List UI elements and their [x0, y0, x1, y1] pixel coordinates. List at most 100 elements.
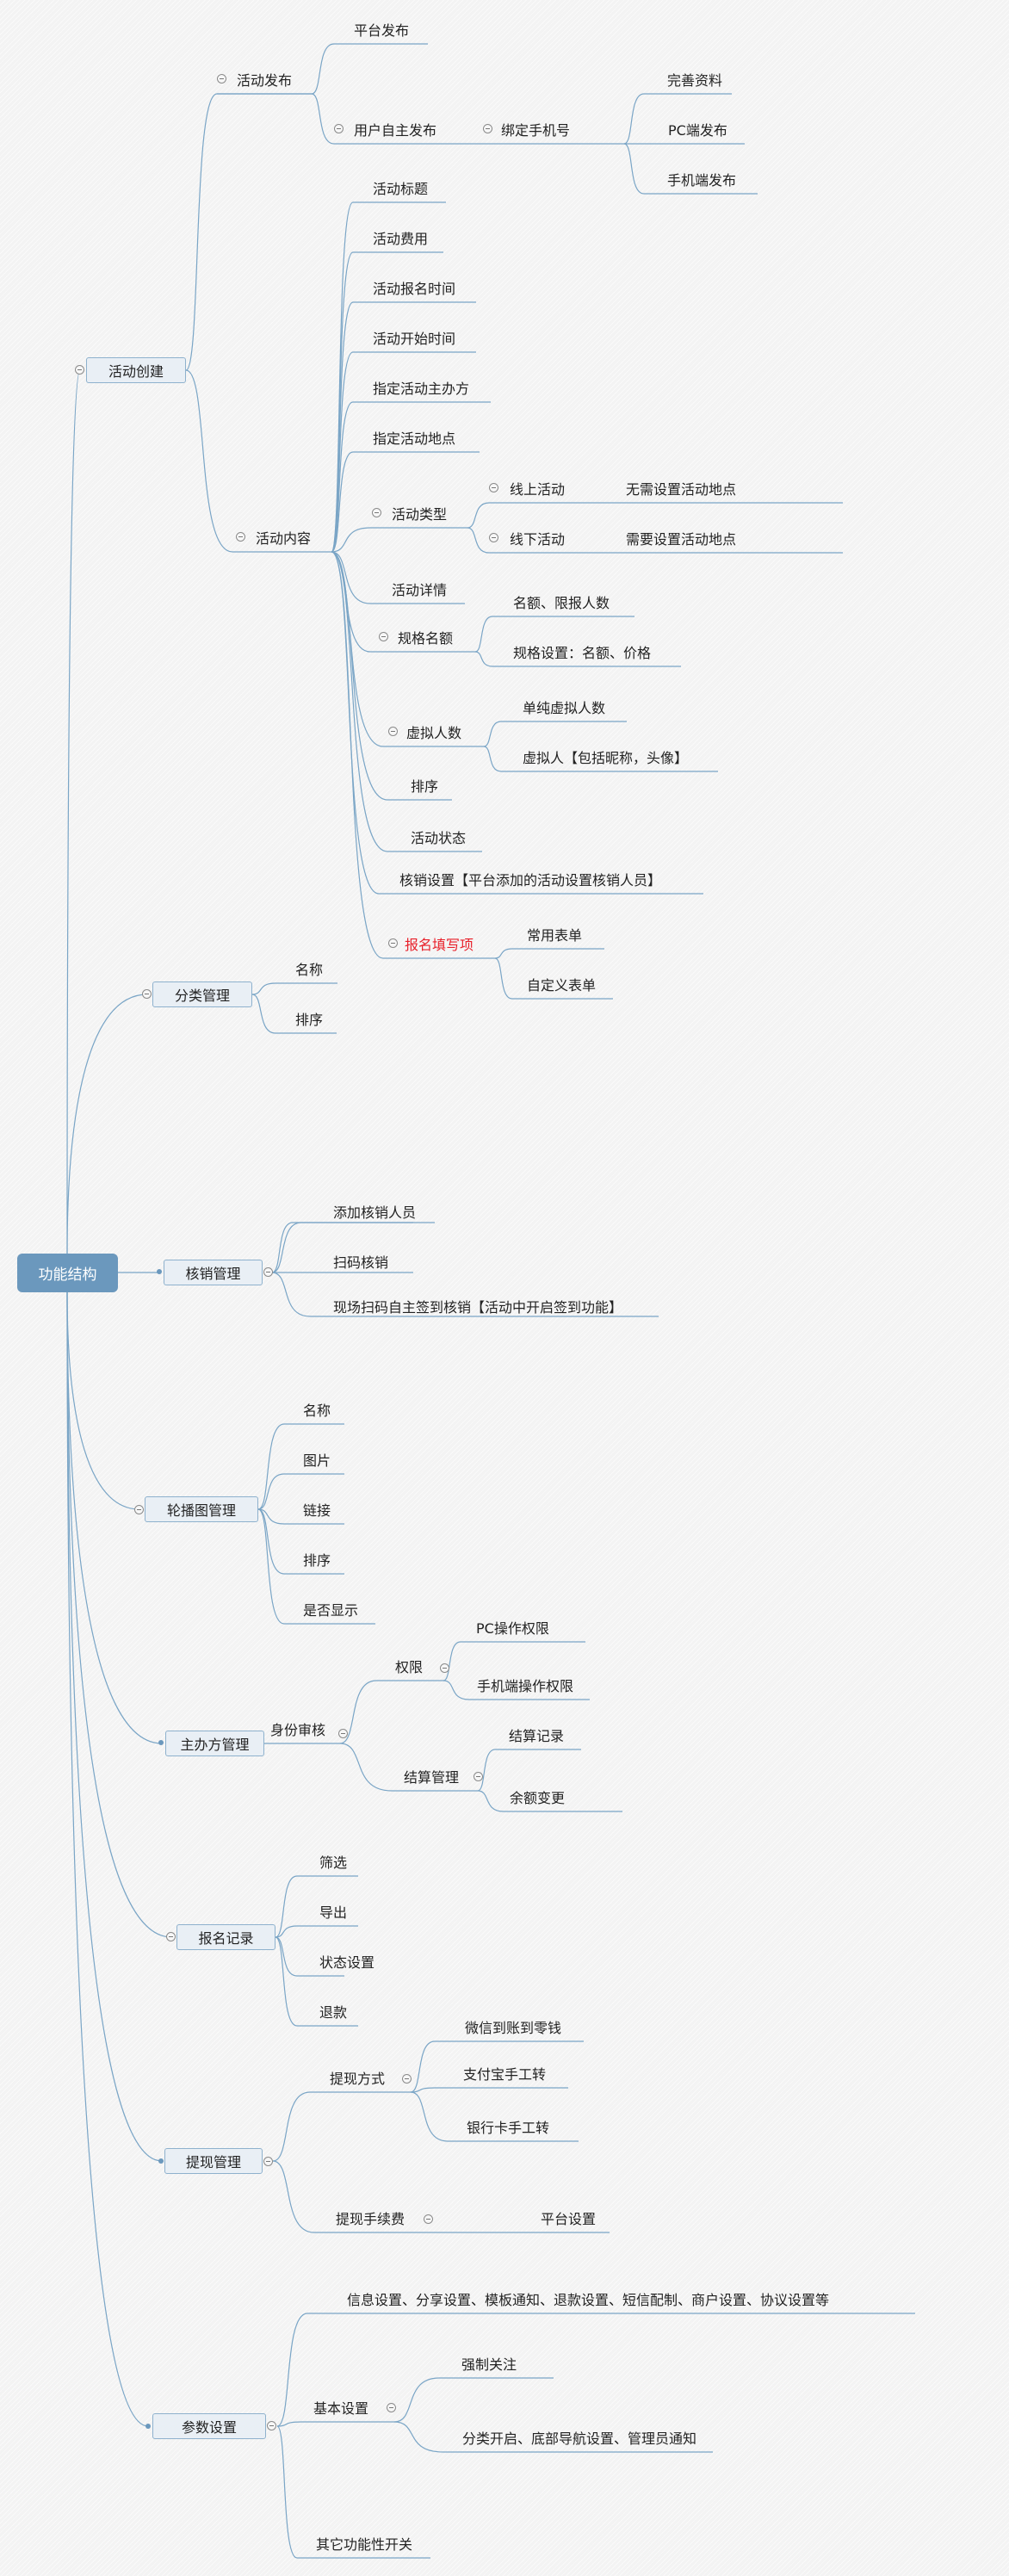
- node-offline[interactable]: 线下活动: [510, 531, 566, 548]
- collapse-toggle-icon[interactable]: [388, 727, 398, 736]
- collapse-toggle-icon[interactable]: [75, 365, 84, 375]
- collapse-toggle-icon[interactable]: [489, 533, 498, 542]
- node-identity-review[interactable]: 身份审核: [270, 1722, 326, 1738]
- node-settlement-records[interactable]: 结算记录: [509, 1728, 565, 1744]
- connector: [257, 1508, 344, 1575]
- node-banner-image[interactable]: 图片: [303, 1452, 331, 1469]
- node-refund[interactable]: 退款: [319, 2004, 348, 2021]
- branch-banner[interactable]: 轮播图管理: [145, 1496, 258, 1522]
- node-export[interactable]: 导出: [319, 1904, 348, 1921]
- node-activity-type[interactable]: 活动类型: [392, 506, 448, 523]
- connector: [251, 994, 337, 1034]
- node-activity-status[interactable]: 活动状态: [411, 830, 467, 846]
- node-category-name[interactable]: 名称: [295, 962, 324, 978]
- node-withdraw-fee[interactable]: 提现手续费: [336, 2211, 405, 2227]
- node-spec[interactable]: 规格名额: [398, 630, 454, 647]
- collapse-toggle-icon[interactable]: [334, 124, 344, 133]
- collapse-toggle-icon[interactable]: [263, 2157, 273, 2166]
- node-start-time[interactable]: 活动开始时间: [373, 331, 456, 347]
- connector: [331, 351, 476, 553]
- collapse-toggle-icon[interactable]: [440, 1663, 449, 1673]
- collapse-toggle-icon[interactable]: [217, 74, 226, 84]
- node-category-sort[interactable]: 排序: [295, 1012, 324, 1028]
- branch-withdraw[interactable]: 提现管理: [164, 2148, 263, 2174]
- node-activity-content[interactable]: 活动内容: [256, 530, 312, 547]
- node-virtual-simple[interactable]: 单纯虚拟人数: [523, 700, 606, 716]
- node-user-publish[interactable]: 用户自主发布: [354, 122, 437, 139]
- collapse-toggle-icon[interactable]: [372, 508, 381, 517]
- collapse-toggle-icon[interactable]: [474, 1772, 483, 1781]
- node-activity-publish[interactable]: 活动发布: [237, 72, 293, 89]
- branch-signup-records[interactable]: 报名记录: [176, 1924, 275, 1950]
- node-bank-card[interactable]: 银行卡手工转: [467, 2120, 550, 2136]
- node-online-note[interactable]: 无需设置活动地点: [626, 481, 737, 498]
- collapse-toggle-icon[interactable]: [338, 1729, 348, 1738]
- node-activity-fee[interactable]: 活动费用: [373, 231, 429, 247]
- node-virtual[interactable]: 虚拟人数: [406, 725, 462, 741]
- collapse-toggle-icon[interactable]: [142, 989, 152, 999]
- node-activity-title[interactable]: 活动标题: [373, 181, 429, 197]
- node-banner-visible[interactable]: 是否显示: [303, 1602, 359, 1619]
- collapse-toggle-icon[interactable]: [489, 483, 498, 492]
- node-custom-form[interactable]: 自定义表单: [527, 977, 597, 994]
- node-onsite-checkin[interactable]: 现场扫码自主签到核销【活动中开启签到功能】: [333, 1299, 623, 1316]
- node-mobile-permission[interactable]: 手机端操作权限: [477, 1678, 574, 1694]
- node-mobile-publish[interactable]: 手机端发布: [667, 172, 737, 189]
- node-banner-name[interactable]: 名称: [303, 1403, 331, 1419]
- collapse-toggle-icon[interactable]: [263, 1267, 273, 1277]
- node-virtual-person[interactable]: 虚拟人【包括昵称，头像】: [523, 750, 689, 766]
- node-verify-setting[interactable]: 核销设置【平台添加的活动设置核销人员】: [399, 872, 662, 889]
- branch-activity-create[interactable]: 活动创建: [86, 357, 186, 383]
- node-complete-profile[interactable]: 完善资料: [667, 72, 723, 89]
- node-alipay[interactable]: 支付宝手工转: [463, 2066, 547, 2083]
- node-common-form[interactable]: 常用表单: [527, 927, 583, 944]
- collapse-toggle-icon[interactable]: [379, 632, 388, 641]
- node-add-verifier[interactable]: 添加核销人员: [333, 1204, 417, 1221]
- branch-category[interactable]: 分类管理: [152, 981, 252, 1007]
- node-misc-settings[interactable]: 信息设置、分享设置、模板通知、退款设置、短信配制、商户设置、协议设置等: [347, 2292, 830, 2308]
- root-node[interactable]: 功能结构: [17, 1254, 118, 1292]
- node-signup-time[interactable]: 活动报名时间: [373, 281, 456, 297]
- node-bind-phone[interactable]: 绑定手机号: [501, 122, 571, 139]
- node-banner-link[interactable]: 链接: [303, 1502, 331, 1519]
- branch-organizer[interactable]: 主办方管理: [165, 1731, 264, 1756]
- node-pc-publish[interactable]: PC端发布: [668, 122, 727, 139]
- connector-root: [66, 1291, 163, 2162]
- node-banner-sort[interactable]: 排序: [303, 1552, 331, 1569]
- collapse-toggle-icon[interactable]: [483, 124, 492, 133]
- branch-verify[interactable]: 核销管理: [164, 1260, 263, 1285]
- node-wechat[interactable]: 微信到账到零钱: [465, 2020, 562, 2036]
- collapse-toggle-icon[interactable]: [402, 2074, 412, 2084]
- node-pc-permission[interactable]: PC操作权限: [476, 1620, 549, 1637]
- node-organizer[interactable]: 指定活动主办方: [373, 381, 470, 397]
- collapse-toggle-icon[interactable]: [424, 2214, 433, 2224]
- branch-params[interactable]: 参数设置: [152, 2413, 266, 2439]
- node-activity-detail[interactable]: 活动详情: [392, 582, 448, 598]
- node-balance-change[interactable]: 余额变更: [510, 1790, 566, 1806]
- node-basic-settings[interactable]: 基本设置: [313, 2400, 369, 2417]
- node-platform-publish[interactable]: 平台发布: [354, 22, 410, 39]
- node-other-switches[interactable]: 其它功能性开关: [316, 2536, 413, 2553]
- node-spec-setting[interactable]: 规格设置：名额、价格: [513, 645, 652, 661]
- node-location[interactable]: 指定活动地点: [373, 430, 456, 447]
- node-force-follow[interactable]: 强制关注: [461, 2356, 517, 2373]
- node-spec-quota[interactable]: 名额、限报人数: [513, 595, 610, 611]
- node-scan-verify[interactable]: 扫码核销: [333, 1254, 389, 1271]
- node-permission[interactable]: 权限: [395, 1659, 424, 1675]
- node-filter[interactable]: 筛选: [319, 1855, 348, 1871]
- collapse-toggle-icon[interactable]: [134, 1505, 144, 1514]
- node-content-sort[interactable]: 排序: [411, 778, 439, 795]
- node-withdraw-method[interactable]: 提现方式: [330, 2071, 386, 2087]
- collapse-toggle-icon[interactable]: [236, 532, 245, 542]
- collapse-toggle-icon[interactable]: [388, 938, 398, 948]
- node-platform-setting[interactable]: 平台设置: [541, 2211, 597, 2227]
- node-category-nav[interactable]: 分类开启、底部导航设置、管理员通知: [462, 2430, 697, 2447]
- node-status-setting[interactable]: 状态设置: [319, 1954, 375, 1971]
- collapse-toggle-icon[interactable]: [166, 1932, 176, 1941]
- node-settlement[interactable]: 结算管理: [404, 1769, 460, 1786]
- collapse-toggle-icon[interactable]: [387, 2403, 396, 2412]
- node-online[interactable]: 线上活动: [510, 481, 566, 498]
- node-offline-note[interactable]: 需要设置活动地点: [626, 531, 737, 548]
- collapse-toggle-icon[interactable]: [267, 2421, 276, 2430]
- node-signup-fields[interactable]: 报名填写项: [405, 937, 474, 953]
